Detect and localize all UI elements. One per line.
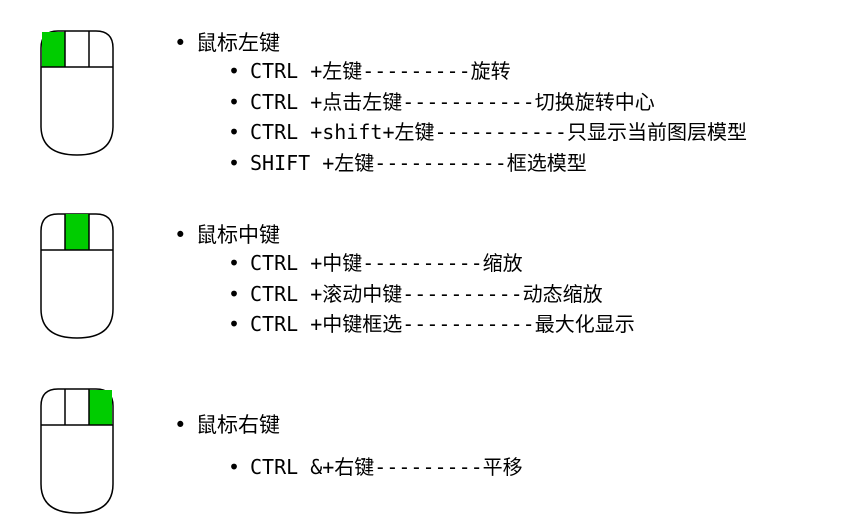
shortcut-text: CTRL +滚动中键----------动态缩放 [250,281,603,306]
shortcut-text: CTRL +shift+左键-----------只显示当前图层模型 [250,120,747,144]
shortcut-list: • CTRL +中键----------缩放 • CTRL +滚动中键-------… [174,248,635,340]
bullet-icon: • [228,455,241,479]
right-button-section: • 鼠标右键 • CTRL &+右键---------平移 [174,412,523,483]
section-heading: • 鼠标右键 [174,412,523,438]
list-item: • CTRL +滚动中键----------动态缩放 [228,279,635,310]
section-heading: • 鼠标左键 [174,30,747,56]
shortcut-text: CTRL +中键框选-----------最大化显示 [250,312,635,336]
bullet-icon: • [228,89,241,114]
list-item: • SHIFT +左键-----------框选模型 [228,148,747,179]
section-title: 鼠标左键 [196,31,280,55]
bullet-icon: • [228,312,241,336]
mouse-right-button-icon [38,386,116,516]
mouse-left-button-icon [38,28,116,158]
list-item: • CTRL +点击左键-----------切换旋转中心 [228,87,747,118]
bullet-icon: • [228,59,241,83]
left-button-section: • 鼠标左键 • CTRL +左键---------旋转 • CTRL +点击左键--… [174,30,747,178]
shortcut-text: CTRL &+右键---------平移 [250,455,523,479]
shortcut-text: CTRL +中键----------缩放 [250,251,523,275]
list-item: • CTRL +shift+左键-----------只显示当前图层模型 [228,117,747,148]
bullet-icon: • [228,150,241,175]
bullet-icon: • [228,120,241,144]
bullet-icon: • [174,413,187,437]
section-title: 鼠标中键 [196,223,280,247]
section-title: 鼠标右键 [196,413,280,437]
middle-button-section: • 鼠标中键 • CTRL +中键----------缩放 • CTRL +滚动中键-… [174,222,635,340]
shortcut-text: CTRL +点击左键-----------切换旋转中心 [250,89,655,114]
bullet-icon: • [228,251,241,275]
bullet-icon: • [174,223,187,247]
list-item: • CTRL +中键框选-----------最大化显示 [228,309,635,340]
shortcut-list: • CTRL +左键---------旋转 • CTRL +点击左键--------… [174,56,747,178]
list-item: • CTRL +左键---------旋转 [228,56,747,87]
bullet-icon: • [228,281,241,306]
section-heading: • 鼠标中键 [174,222,635,248]
bullet-icon: • [174,31,187,55]
shortcut-text: CTRL +左键---------旋转 [250,59,511,83]
mouse-middle-button-icon [38,211,116,341]
list-item: • CTRL &+右键---------平移 [228,452,523,483]
shortcut-list: • CTRL &+右键---------平移 [174,452,523,483]
list-item: • CTRL +中键----------缩放 [228,248,635,279]
shortcut-text: SHIFT +左键-----------框选模型 [250,150,587,175]
